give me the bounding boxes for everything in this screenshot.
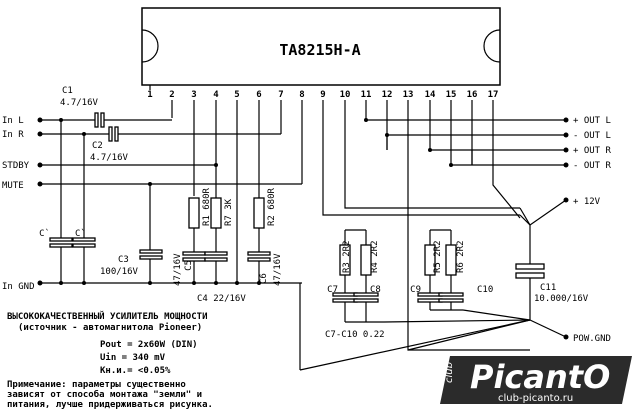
c6-value: 47/16V — [273, 253, 283, 286]
output-lines: + OUT L - OUT L + OUT R - OUT R — [364, 116, 612, 171]
pin-label: 8 — [299, 90, 304, 100]
r5-label: R5 2R2 — [433, 240, 443, 273]
c8-label: C8 — [370, 285, 381, 295]
c2-value: 4.7/16V — [90, 153, 129, 163]
pin-label: 6 — [256, 90, 261, 100]
pin-label: 17 — [488, 90, 499, 100]
supply-label: + 12V — [573, 197, 601, 207]
note-thd: Кн.и.= <0.05% — [100, 366, 171, 376]
zobel-networks: R3 2R2 R4 2R2 R5 2R2 R6 2R2 C7 C8 C9 C10… — [325, 229, 493, 340]
pin-label: 12 — [382, 90, 393, 100]
note-uin: Uin = 340 mV — [100, 352, 166, 363]
pin-label: 2 — [169, 90, 174, 100]
chip-title: TA8215H-A — [279, 41, 360, 59]
watermark-logo: club PicantO club-picanto.ru — [440, 356, 632, 404]
pin-label: 13 — [403, 90, 414, 100]
c7-c10-label: C7-C10 0.22 — [325, 330, 385, 340]
c-prime-1-label: C` — [39, 228, 50, 239]
c10-label: C10 — [477, 285, 493, 295]
stdby-label: STDBY — [2, 161, 30, 171]
in-l-label: In L — [2, 116, 24, 126]
out-r-minus-label: - OUT R — [573, 161, 612, 171]
bias-network: C3 100/16V R1 680R C5 47/16V R7 3K R2 68… — [100, 163, 301, 370]
c3-value: 100/16V — [100, 267, 139, 277]
pin-label: 9 — [320, 90, 325, 100]
notes-block: ВЫСОКОКАЧЕСТВЕННЫЙ УСИЛИТЕЛЬ МОЩНОСТИ (и… — [7, 310, 213, 409]
c11-label: C11 — [540, 283, 556, 293]
pin-label: 14 — [425, 90, 436, 100]
c-prime-2-label: C` — [75, 228, 86, 239]
c5-label: C5 — [184, 260, 194, 271]
c6-label: C6 — [259, 273, 269, 284]
c5-value: 47/16V — [173, 253, 183, 286]
mute-label: MUTE — [2, 181, 24, 191]
note-title: ВЫСОКОКАЧЕСТВЕННЫЙ УСИЛИТЕЛЬ МОЩНОСТИ — [7, 310, 207, 322]
note-remark-1: Примечание: параметры существенно — [7, 380, 186, 390]
chip-package: TA8215H-A — [141, 7, 501, 86]
note-remark-3: питания, лучше придерживаться рисунка. — [7, 400, 213, 409]
pin-label: 16 — [467, 90, 478, 100]
r6-label: R6 2R2 — [456, 240, 466, 273]
pin-label: 1 — [147, 90, 152, 100]
c7-label: C7 — [327, 285, 338, 295]
r2-label: R2 680R — [267, 187, 277, 226]
pow-gnd-label: POW.GND — [573, 334, 611, 344]
pin-label: 5 — [234, 90, 239, 100]
out-l-plus-label: + OUT L — [573, 116, 611, 126]
pin-label: 10 — [340, 90, 351, 100]
c11-value: 10.000/16V — [534, 294, 589, 304]
c1-label: C1 — [62, 86, 73, 96]
pin-labels: 1 2 3 4 5 6 7 8 9 10 11 12 13 14 15 16 1… — [147, 90, 498, 100]
note-remark-2: зависят от способа монтажа "земли" и — [7, 389, 202, 400]
c9-label: C9 — [410, 285, 421, 295]
r4-label: R4 2R2 — [370, 240, 380, 273]
watermark-club: club — [444, 362, 455, 383]
watermark-brand: PicantO — [470, 358, 610, 396]
in-r-label: In R — [2, 130, 24, 140]
note-subtitle: (источник - автомагнитола Pioneer) — [18, 322, 202, 333]
pin-label: 7 — [278, 90, 283, 100]
pin-label: 3 — [191, 90, 196, 100]
c1-value: 4.7/16V — [60, 98, 99, 108]
out-r-plus-label: + OUT R — [573, 146, 612, 156]
out-l-minus-label: - OUT L — [573, 131, 611, 141]
c2-label: C2 — [92, 141, 103, 151]
r7-label: R7 3K — [224, 198, 234, 226]
in-gnd-label: In GND — [2, 282, 35, 292]
c3-label: C3 — [118, 255, 129, 265]
pin-label: 15 — [446, 90, 457, 100]
pin-wires — [149, 85, 530, 351]
c4-label: C4 22/16V — [197, 294, 246, 304]
pin-label: 4 — [213, 90, 219, 100]
pin-label: 11 — [361, 90, 372, 100]
supply-network: + 12V C11 10.000/16V POW.GND — [299, 197, 611, 371]
note-pout: Pout = 2x60W (DIN) — [100, 340, 198, 350]
r3-label: R3 2R2 — [342, 240, 352, 273]
watermark-url: club-picanto.ru — [498, 393, 573, 404]
r1-label: R1 680R — [202, 187, 212, 226]
